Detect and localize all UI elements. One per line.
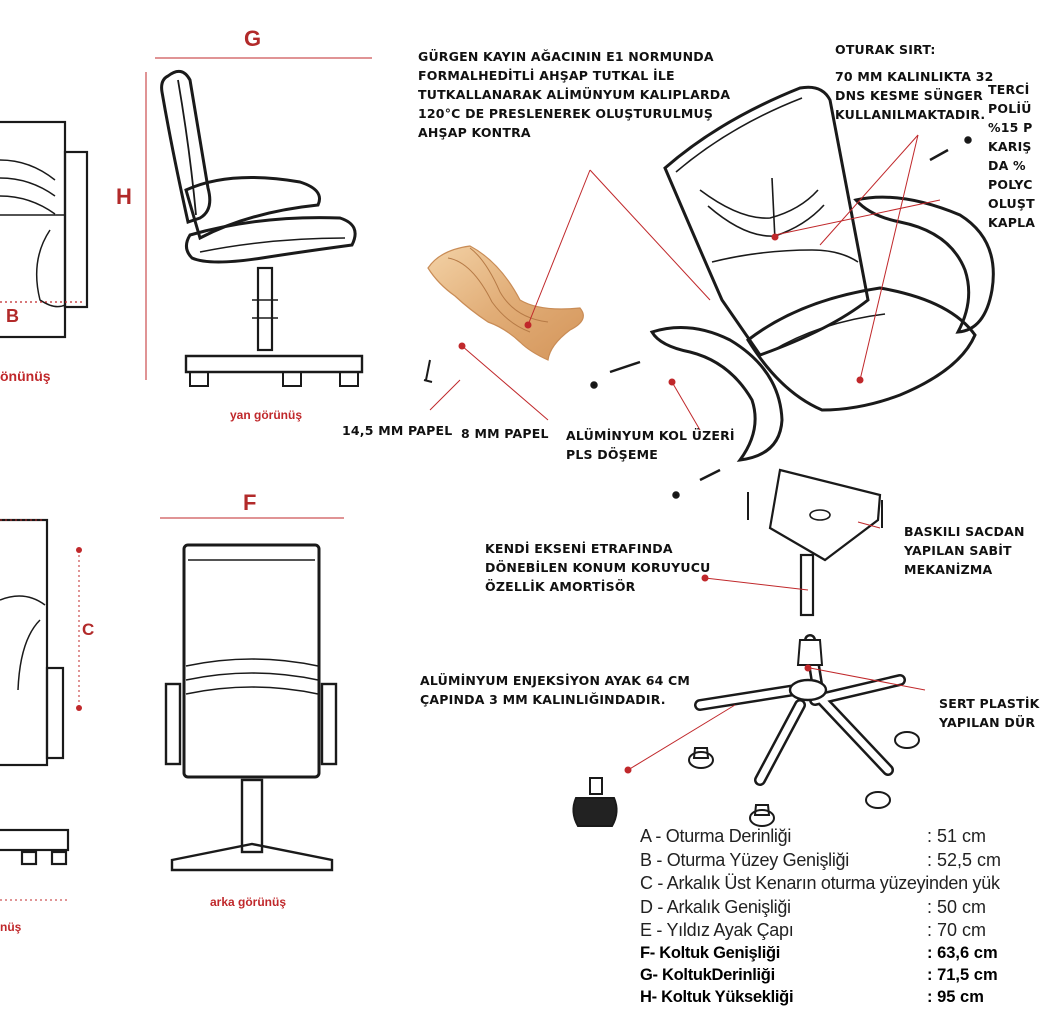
callout-cover-material: TERCİ POLİÜ %15 P KARIŞ DA % POLYC OLUŞT… (988, 82, 1036, 230)
back-gas-piston (240, 778, 264, 854)
dimension-label-g: G (244, 26, 262, 51)
papel-screw-1 (423, 359, 433, 383)
side-seat (185, 216, 357, 264)
detail-backrest (0, 518, 49, 767)
back-right-armrest (320, 682, 338, 766)
back-view (160, 517, 344, 872)
spec-row-d: D - Arkalık Genişliği: 50 cm (640, 896, 987, 917)
dimension-label-f: F (243, 490, 257, 515)
callout-piston: KENDİ EKSENİ ETRAFINDA DÖNEBİLEN KONUM K… (485, 541, 711, 594)
spec-row-f: F- Koltuk Genişliği: 63,6 cm (640, 943, 998, 962)
back-view-caption: arka görünüş (210, 895, 287, 909)
casters (688, 731, 920, 827)
back-left-armrest (164, 682, 182, 766)
plan-view-caption: nüş (0, 920, 22, 934)
callout-arm: ALÜMİNYUM KOL ÜZERİ PLS DÖŞEME (566, 428, 735, 462)
dimension-label-h: H (116, 184, 132, 209)
exploded-chair (572, 85, 995, 827)
spec-row-h: H- Koltuk Yüksekliği: 95 cm (640, 987, 984, 1006)
chair-left-armrest (649, 326, 784, 462)
spec-list: A - Oturma Derinliği: 51 cm B - Oturma Y… (640, 826, 1024, 1010)
spec-row-b: B - Oturma Yüzey Genişliği: 52,5 cm (640, 849, 1002, 870)
side-armrest (184, 176, 321, 241)
callout-papel-14: 14,5 MM PAPEL (342, 423, 453, 438)
callout-papel-8: 8 MM PAPEL (461, 426, 549, 441)
callout-caster: SERT PLASTİK YAPILAN DÜR (939, 696, 1040, 730)
detail-base (0, 828, 70, 852)
back-backrest (182, 543, 321, 779)
side-view-caption: yan görünüş (230, 408, 303, 422)
leader-lines (429, 134, 941, 771)
star-base (694, 634, 906, 786)
side-base (184, 354, 364, 374)
front-view-caption: önünüş (0, 368, 51, 384)
detail-armrest (45, 666, 65, 760)
detail-view-c (0, 518, 82, 901)
spec-row-e: E - Yıldız Ayak Çapı: 70 cm (640, 920, 987, 940)
chair-backrest (663, 85, 870, 357)
callout-mechanism: BASKILI SACDAN YAPILAN SABİT MEKANİZMA (904, 524, 1025, 577)
plywood-shell (427, 245, 584, 361)
chair-mechanism (768, 468, 882, 562)
dimension-label-b: B (6, 306, 19, 326)
callout-oturak-title: OTURAK SIRT: (835, 42, 936, 57)
side-gas-piston (256, 266, 274, 352)
screws (590, 136, 972, 499)
chair-gas-piston (799, 553, 815, 617)
chair-right-armrest (853, 195, 995, 334)
leader-dots (458, 233, 864, 774)
chair-seat (746, 286, 977, 412)
spec-row-a: A - Oturma Derinliği: 51 cm (640, 826, 987, 846)
dimension-label-c: C (82, 620, 95, 639)
side-backrest (160, 69, 212, 224)
spec-row-c: C - Arkalık Üst Kenarın oturma yüzeyinde… (640, 873, 1000, 893)
front-armrest (63, 150, 89, 309)
spec-row-g: G- KoltukDerinliği: 71,5 cm (640, 965, 998, 984)
front-view (0, 120, 89, 339)
callout-oturak-body: 70 MM KALINLIKTA 32 DNS KESME SÜNGER KUL… (835, 69, 994, 122)
callout-plywood: GÜRGEN KAYIN AĞACININ E1 NORMUNDA FORMAL… (418, 49, 731, 140)
callout-base: ALÜMİNYUM ENJEKSİYON AYAK 64 CM ÇAPINDA … (420, 673, 691, 707)
front-backrest (0, 120, 67, 339)
back-base (170, 842, 334, 872)
loose-caster (572, 777, 618, 827)
side-view (145, 57, 372, 387)
